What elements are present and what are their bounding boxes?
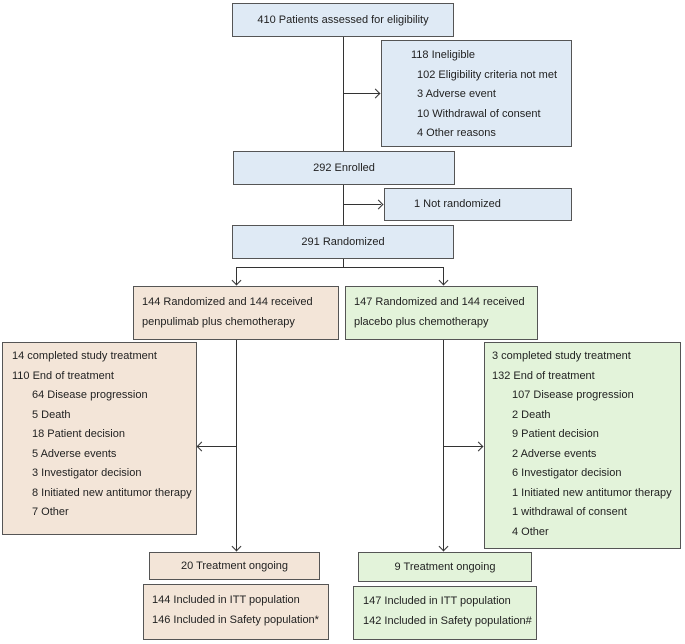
penpulimab-outcomes-box: 14 completed study treatment 110 End of … — [2, 342, 197, 535]
placebo-end-reason: 1 withdrawal of consent — [512, 506, 627, 518]
arrow-right-icon — [370, 88, 381, 99]
connector-left-arm-drop — [236, 267, 238, 285]
penpulimab-allocation-line: penpulimab plus chemotherapy — [142, 315, 295, 328]
placebo-end-reason: 2 Adverse events — [512, 447, 597, 460]
placebo-allocation-line: 147 Randomized and 144 received — [354, 296, 525, 308]
penpulimab-end-of-treatment: 110 End of treatment — [12, 369, 114, 382]
assessed-box: 410 Patients assessed for eligibility — [232, 3, 454, 37]
arrow-down-icon — [438, 275, 449, 286]
penpulimab-completed: 14 completed study treatment — [12, 350, 157, 362]
penpulimab-end-reason: 3 Investigator decision — [32, 467, 142, 479]
randomized-box: 291 Randomized — [232, 225, 454, 259]
placebo-itt-population: 147 Included in ITT population — [363, 595, 511, 607]
placebo-end-reason: 107 Disease progression — [512, 389, 634, 401]
penpulimab-populations-box: 144 Included in ITT population 146 Inclu… — [143, 584, 329, 640]
arrow-down-icon — [231, 541, 242, 552]
placebo-ongoing-box: 9 Treatment ongoing — [358, 552, 532, 582]
placebo-outcomes-box: 3 completed study treatment 132 End of t… — [484, 342, 681, 549]
penpulimab-itt-population: 144 Included in ITT population — [152, 594, 300, 606]
penpulimab-arm-box: 144 Randomized and 144 received penpulim… — [133, 286, 339, 340]
connector-main-vertical — [343, 36, 345, 225]
penpulimab-ongoing-box: 20 Treatment ongoing — [149, 552, 320, 580]
placebo-safety-population: 142 Included in Safety population# — [363, 614, 532, 627]
penpulimab-allocation-line: 144 Randomized and 144 received — [142, 296, 313, 308]
placebo-end-of-treatment: 132 End of treatment — [492, 369, 595, 382]
enrolled-box: 292 Enrolled — [233, 151, 455, 185]
ineligible-reason: 10 Withdrawal of consent — [417, 107, 541, 120]
not-randomized-box: 1 Not randomized — [384, 188, 572, 221]
connector-randomized-down — [343, 258, 345, 268]
penpulimab-ongoing-label: 20 Treatment ongoing — [180, 560, 289, 572]
placebo-arm-box: 147 Randomized and 144 received placebo … — [345, 286, 538, 340]
placebo-end-reason: 4 Other — [512, 525, 549, 538]
penpulimab-end-reason: 5 Death — [32, 408, 71, 421]
not-randomized-label: 1 Not randomized — [414, 198, 501, 210]
connector-right-arm-drop — [443, 267, 445, 285]
ineligible-title: 118 Ineligible — [411, 49, 476, 61]
placebo-ongoing-label: 9 Treatment ongoing — [394, 561, 496, 573]
enrolled-label: 292 Enrolled — [313, 162, 375, 174]
connector-to-right-outcomes — [443, 446, 482, 448]
placebo-allocation-line: placebo plus chemotherapy — [354, 315, 489, 328]
placebo-populations-box: 147 Included in ITT population 142 Inclu… — [353, 586, 537, 640]
penpulimab-end-reason: 7 Other — [32, 506, 69, 518]
connector-left-arm-vertical — [236, 340, 238, 551]
penpulimab-end-reason: 8 Initiated new antitumor therapy — [32, 486, 192, 499]
arrow-left-icon — [196, 441, 207, 452]
ineligible-box: 118 Ineligible 102 Eligibility criteria … — [381, 40, 572, 147]
penpulimab-safety-population: 146 Included in Safety population* — [152, 613, 319, 626]
penpulimab-end-reason: 18 Patient decision — [32, 428, 125, 440]
arrow-right-icon — [373, 199, 384, 210]
arrow-down-icon — [438, 541, 449, 552]
arrow-down-icon — [231, 275, 242, 286]
ineligible-reason: 3 Adverse event — [417, 88, 496, 100]
placebo-end-reason: 9 Patient decision — [512, 428, 599, 440]
assessed-label: 410 Patients assessed for eligibility — [257, 14, 429, 26]
connector-to-left-outcomes — [198, 446, 236, 448]
connector-right-arm-vertical — [443, 340, 445, 551]
penpulimab-end-reason: 64 Disease progression — [32, 389, 148, 401]
connector-to-ineligible — [343, 93, 379, 95]
connector-split — [236, 267, 444, 269]
arrow-right-icon — [473, 441, 484, 452]
ineligible-reason: 4 Other reasons — [417, 127, 496, 139]
placebo-end-reason: 1 Initiated new antitumor therapy — [512, 486, 672, 499]
placebo-end-reason: 6 Investigator decision — [512, 467, 622, 479]
penpulimab-end-reason: 5 Adverse events — [32, 447, 117, 460]
connector-to-not-randomized — [343, 204, 381, 206]
placebo-end-reason: 2 Death — [512, 408, 551, 421]
randomized-label: 291 Randomized — [301, 236, 385, 248]
placebo-completed: 3 completed study treatment — [492, 350, 631, 362]
ineligible-reason: 102 Eligibility criteria not met — [417, 68, 558, 81]
